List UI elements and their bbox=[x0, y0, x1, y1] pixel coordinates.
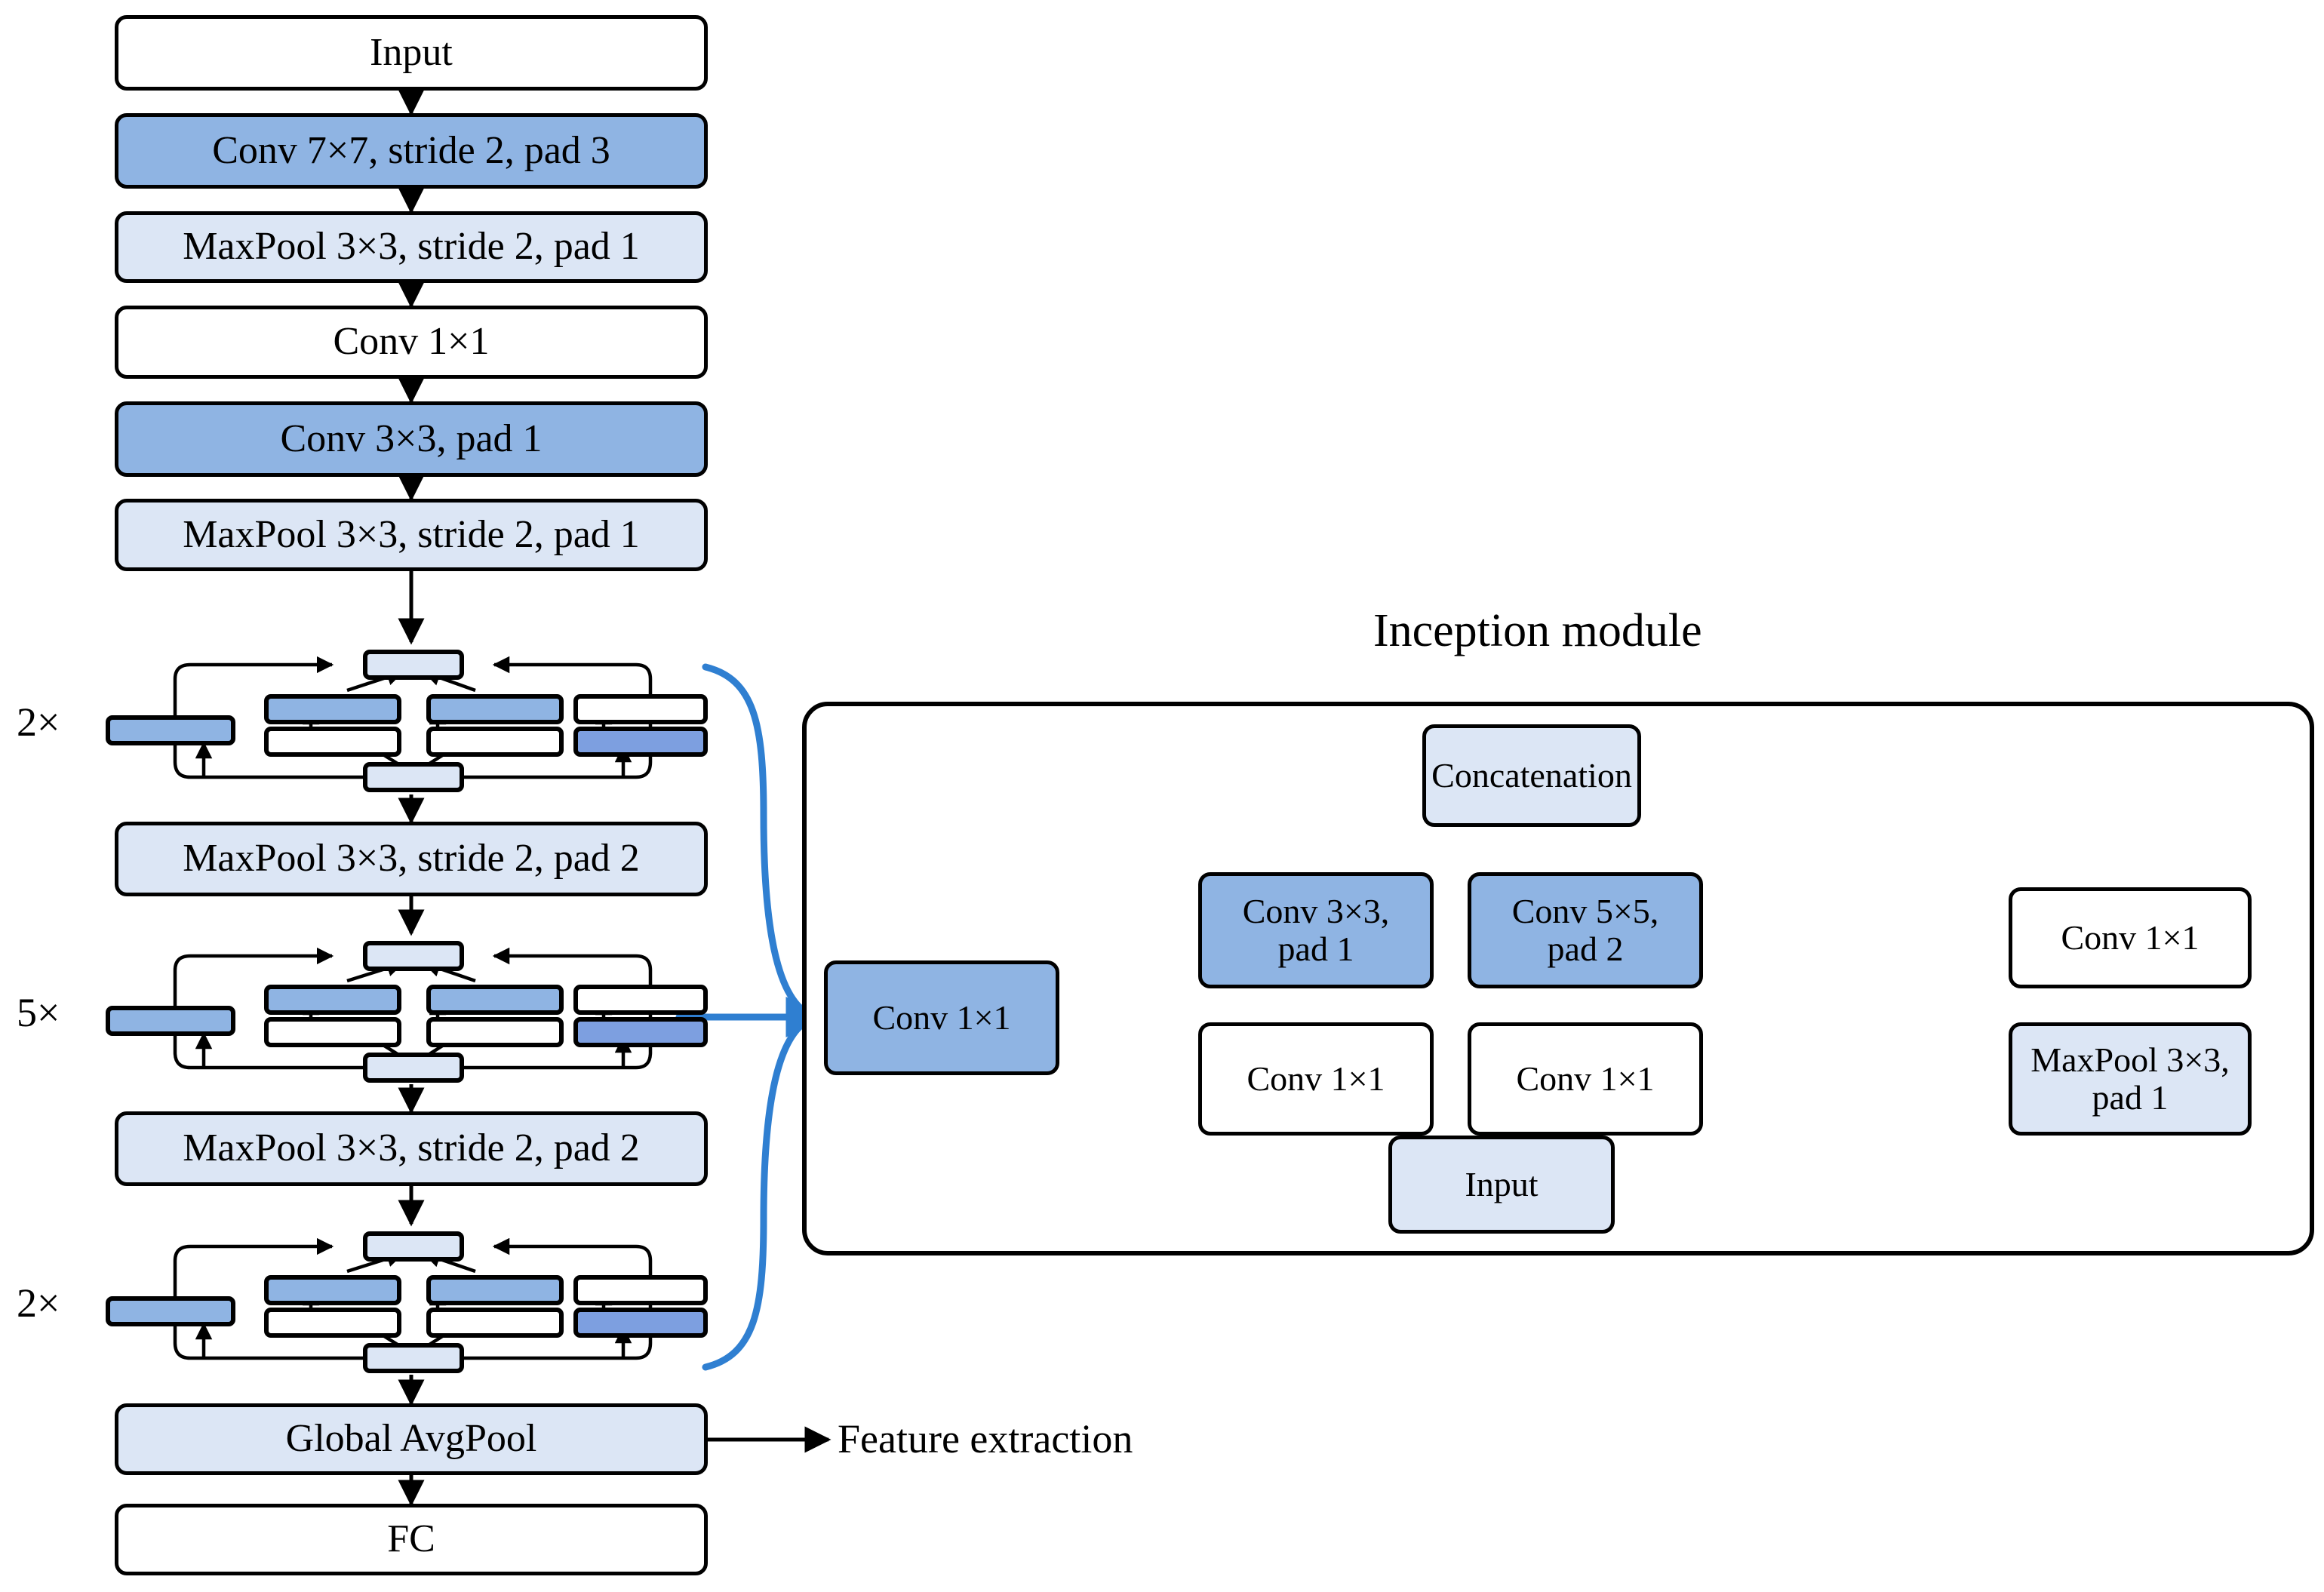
glyph-b-concat bbox=[363, 941, 464, 971]
repeat-label-2x-last: 2× bbox=[17, 1280, 60, 1326]
feature-extraction-label: Feature extraction bbox=[838, 1416, 1133, 1461]
module-node-branch3-reduce-conv1x1: Conv 1×1 bbox=[1468, 1022, 1703, 1136]
repeat-label-2x-first: 2× bbox=[17, 699, 60, 745]
module-node-branch4-conv1x1: Conv 1×1 bbox=[2009, 887, 2252, 988]
glyph-a-branch3-reduce bbox=[426, 727, 564, 757]
glyph-c-branch2-conv bbox=[264, 1275, 401, 1305]
glyph-b-branch2-reduce bbox=[264, 1017, 401, 1047]
module-node-concatenation: Concatenation bbox=[1422, 724, 1641, 827]
backbone-stage-fc: FC bbox=[115, 1504, 708, 1575]
repeat-label-5x: 5× bbox=[17, 990, 60, 1035]
glyph-a-concat bbox=[363, 650, 464, 680]
glyph-b-branch1 bbox=[106, 1006, 235, 1036]
module-node-branch3-conv5x5: Conv 5×5, pad 2 bbox=[1468, 872, 1703, 988]
backbone-stage-maxpool-3: MaxPool 3×3, stride 2, pad 2 bbox=[115, 822, 708, 896]
glyph-c-branch1 bbox=[106, 1296, 235, 1326]
glyph-b-branch3-reduce bbox=[426, 1017, 564, 1047]
glyph-a-input bbox=[363, 762, 464, 792]
module-node-branch4-maxpool3x3: MaxPool 3×3, pad 1 bbox=[2009, 1022, 2252, 1136]
glyph-c-input bbox=[363, 1343, 464, 1373]
module-node-branch2-reduce-conv1x1: Conv 1×1 bbox=[1198, 1022, 1434, 1136]
glyph-b-input bbox=[363, 1053, 464, 1083]
glyph-a-branch4-pool bbox=[573, 727, 708, 757]
glyph-c-branch4-pool bbox=[573, 1308, 708, 1338]
glyph-a-branch2-reduce bbox=[264, 727, 401, 757]
module-node-branch1-conv1x1: Conv 1×1 bbox=[824, 960, 1059, 1075]
glyph-b-branch2-conv bbox=[264, 985, 401, 1015]
backbone-stage-conv1x1: Conv 1×1 bbox=[115, 306, 708, 379]
glyph-c-branch3-conv bbox=[426, 1275, 564, 1305]
glyph-c-branch2-reduce bbox=[264, 1308, 401, 1338]
backbone-stage-conv7x7: Conv 7×7, stride 2, pad 3 bbox=[115, 113, 708, 189]
glyph-b-branch4-pool bbox=[573, 1017, 708, 1047]
glyph-b-branch3-conv bbox=[426, 985, 564, 1015]
glyph-c-branch4-conv bbox=[573, 1275, 708, 1305]
backbone-stage-global-avgpool: Global AvgPool bbox=[115, 1403, 708, 1475]
glyph-a-branch3-conv bbox=[426, 694, 564, 724]
glyph-b-branch4-conv bbox=[573, 985, 708, 1015]
glyph-a-branch1 bbox=[106, 715, 235, 745]
glyph-c-branch3-reduce bbox=[426, 1308, 564, 1338]
glyph-c-concat bbox=[363, 1231, 464, 1262]
inception-module-title: Inception module bbox=[1373, 605, 1702, 656]
backbone-stage-maxpool-2: MaxPool 3×3, stride 2, pad 1 bbox=[115, 499, 708, 571]
backbone-stage-conv3x3: Conv 3×3, pad 1 bbox=[115, 401, 708, 477]
backbone-stage-input: Input bbox=[115, 15, 708, 91]
glyph-a-branch2-conv bbox=[264, 694, 401, 724]
backbone-stage-maxpool-1: MaxPool 3×3, stride 2, pad 1 bbox=[115, 211, 708, 283]
module-node-input: Input bbox=[1388, 1136, 1615, 1234]
backbone-stage-maxpool-4: MaxPool 3×3, stride 2, pad 2 bbox=[115, 1111, 708, 1186]
glyph-a-branch4-conv bbox=[573, 694, 708, 724]
module-node-branch2-conv3x3: Conv 3×3, pad 1 bbox=[1198, 872, 1434, 988]
